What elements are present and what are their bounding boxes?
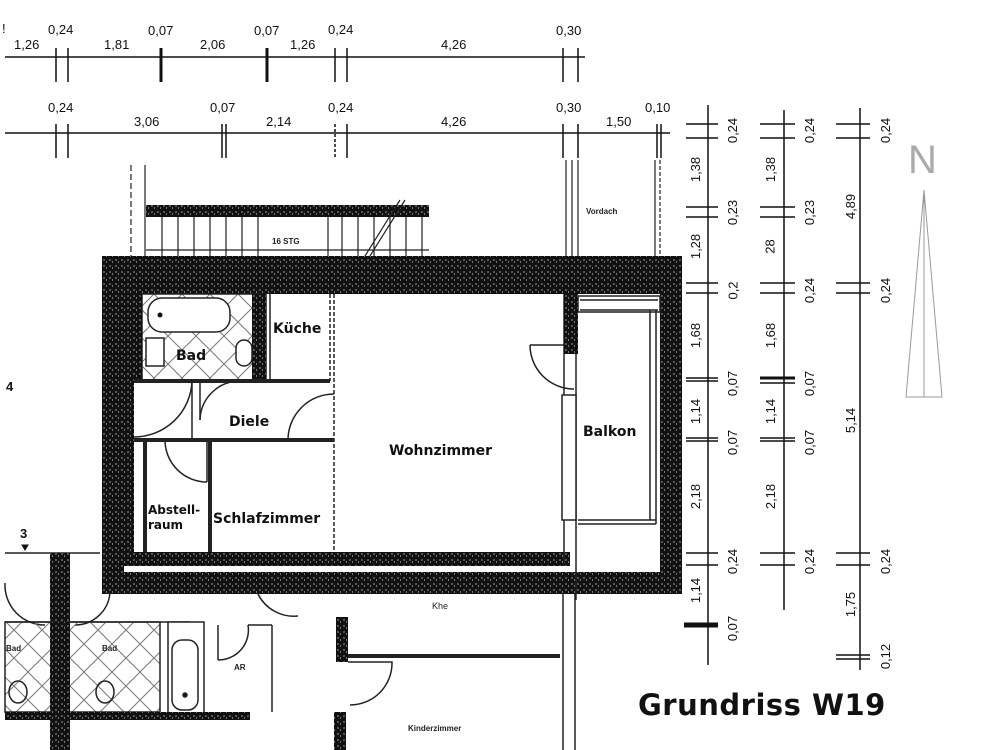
dim-label: 0,24 (878, 277, 894, 304)
dim-label: 0,23 (725, 199, 741, 226)
dim-label: 4,26 (441, 37, 467, 52)
bad-below-label-2: Bad (102, 644, 118, 653)
room-label-abstellraum: Abstell-raum (148, 503, 200, 533)
interior-walls (133, 294, 661, 600)
dim-label: 0,24 (725, 117, 741, 144)
khe-label: Khe (432, 601, 449, 611)
dim-label: 1,14 (688, 577, 704, 604)
dim-label: 0,2 (725, 281, 741, 300)
room-label-bad: Bad (176, 348, 207, 364)
dim-label: 0,07 (802, 429, 818, 456)
dim-label: 5,14 (843, 407, 859, 434)
dim-label: 0,07 (148, 23, 174, 38)
dim-label: 4,26 (441, 114, 467, 129)
room-label-wohnzimmer: Wohnzimmer (389, 443, 493, 459)
axis-marker (21, 544, 29, 551)
dim-label: 1,50 (606, 114, 632, 129)
dim-label: 2,18 (688, 483, 704, 510)
dim-label: 0,07 (725, 370, 741, 397)
dim-label: 0,24 (878, 548, 894, 575)
room-label-diele: Diele (229, 414, 270, 430)
dim-label: 2,18 (763, 483, 779, 510)
dim-label: 0,24 (802, 117, 818, 144)
dim-label: 0,07 (210, 100, 236, 115)
stairs-label: 16 STG (272, 237, 300, 246)
dim-label: 0,07 (802, 370, 818, 397)
room-label-kueche: Küche (273, 321, 322, 337)
dim-label: 0,30 (556, 100, 582, 115)
dim-label: 1,68 (688, 322, 704, 349)
dim-label: 0,24 (725, 548, 741, 575)
dim-label: 1,38 (688, 156, 704, 183)
axis-label-top: ! (2, 21, 6, 36)
bad-below-label: Bad (6, 644, 22, 653)
vordach-label: Vordach (586, 207, 618, 216)
dim-label: 2,06 (200, 37, 226, 52)
dim-label: 0,24 (878, 117, 894, 144)
dim-label: 1,38 (763, 156, 779, 183)
dim-label: 0,07 (725, 429, 741, 456)
dim-label: 0,23 (802, 199, 818, 226)
dim-label: 0,30 (556, 23, 582, 38)
dim-label: 4,89 (843, 193, 859, 220)
ar-label: AR (234, 663, 246, 672)
dim-label: 0,07 (254, 23, 280, 38)
abstellraum-line-1: Abstell- (148, 503, 201, 517)
dim-label: 3,06 (134, 114, 160, 129)
second-dimension-line (5, 124, 670, 158)
top-dimension-line (5, 48, 585, 82)
dim-label: 0,24 (328, 100, 354, 115)
room-label-schlafzimmer: Schlafzimmer (213, 511, 321, 527)
dim-label: 0,07 (725, 615, 741, 642)
dim-label: 1,26 (14, 37, 40, 52)
dim-label: 1,68 (763, 322, 779, 349)
bathroom-fixtures (134, 293, 267, 381)
dim-label: 1,81 (104, 37, 130, 52)
dim-label: 0,24 (802, 277, 818, 304)
compass-north-label: N (908, 138, 937, 182)
vordach-outline (565, 160, 661, 256)
exterior-walls (102, 256, 682, 594)
axis-label-3: 3 (20, 526, 28, 541)
dim-label: 0,24 (48, 22, 74, 37)
dim-label: 1,28 (688, 233, 704, 260)
kinderzimmer-label: Kinderzimmer (408, 724, 462, 733)
dim-label: 0,24 (328, 22, 354, 37)
dim-label: 1,14 (688, 398, 704, 425)
dim-label: 1,75 (843, 591, 859, 618)
dim-label: 0,12 (878, 643, 894, 670)
dim-label: 1,26 (290, 37, 316, 52)
lower-unit (4, 552, 576, 750)
dim-label: 1,14 (763, 398, 779, 425)
room-label-balkon: Balkon (583, 424, 637, 440)
dim-label: 0,10 (645, 100, 671, 115)
dim-label: 2,14 (266, 114, 292, 129)
dim-label: 28 (762, 239, 778, 254)
north-arrow-icon (905, 189, 943, 398)
dim-label: 0,24 (48, 100, 74, 115)
axis-label-4: 4 (6, 379, 14, 394)
staircase (130, 165, 429, 281)
dim-label: 0,24 (802, 548, 818, 575)
plan-title: Grundriss W19 (638, 688, 886, 722)
right-dimension-lines (684, 105, 870, 670)
abstellraum-line-2: raum (148, 518, 184, 532)
